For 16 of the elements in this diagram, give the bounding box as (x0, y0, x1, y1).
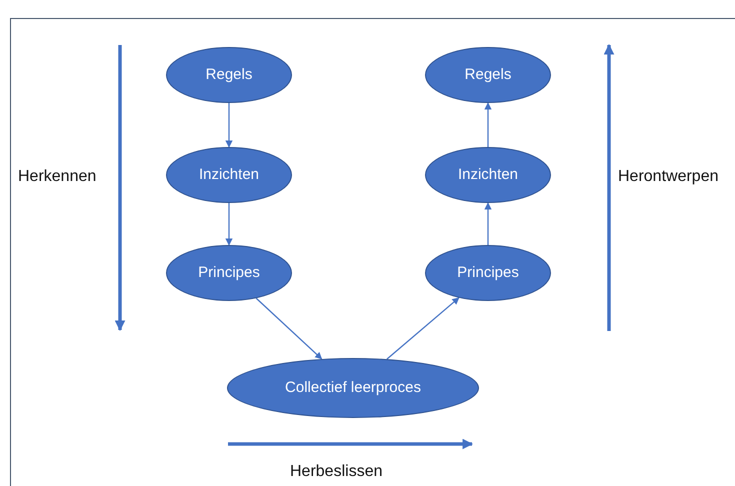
axis-label: Herkennen (18, 167, 96, 187)
process-ellipse: Inzichten (166, 147, 292, 203)
process-ellipse: Inzichten (425, 147, 551, 203)
process-ellipse: Regels (425, 47, 551, 103)
arrow (386, 297, 460, 360)
axis-label: Herontwerpen (618, 167, 718, 187)
arrow (225, 103, 233, 148)
arrow (484, 102, 492, 147)
axis-label: Herbeslissen (290, 462, 382, 482)
arrow (225, 203, 233, 246)
process-ellipse: Collectief leerproces (227, 358, 479, 418)
process-ellipse: Principes (166, 245, 292, 301)
arrow (256, 298, 322, 360)
process-ellipse: Regels (166, 47, 292, 103)
process-ellipse: Principes (425, 245, 551, 301)
arrow (484, 202, 492, 245)
